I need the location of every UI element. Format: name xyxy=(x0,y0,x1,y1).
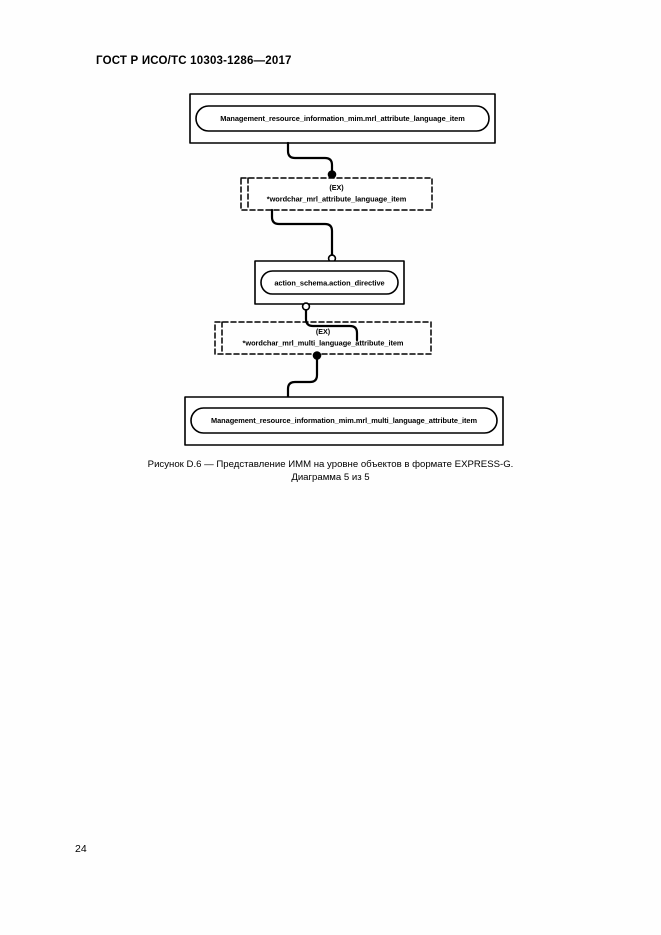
node-1-inner-capsule xyxy=(195,105,490,132)
express-g-diagram-svg: Management_resource_information_mim.mrl_… xyxy=(184,93,504,446)
figure-caption-line-2: Диаграмма 5 из 5 xyxy=(291,472,370,483)
node-2-ex-tag: (EX) xyxy=(329,183,344,192)
connector-2-to-3 xyxy=(270,208,337,263)
page-number: 24 xyxy=(75,843,87,855)
connector-1-to-2 xyxy=(286,141,337,179)
node-schema-box-5 xyxy=(184,396,504,446)
connector-3-endpoint-open-circle xyxy=(301,302,311,311)
node-schema-box-3 xyxy=(254,260,405,305)
node-1-label: Management_resource_information_mim.mrl_… xyxy=(220,114,465,123)
node-5-inner-capsule xyxy=(190,407,498,434)
node-dashed-box-2 xyxy=(240,177,433,211)
node-3-label: action_schema.action_directive xyxy=(274,278,384,287)
node-dashed-box-4 xyxy=(214,321,432,355)
figure-caption-line-1: Рисунок D.6 — Представление ИММ на уровн… xyxy=(147,459,514,470)
node-2-label: *wordchar_mrl_attribute_language_item xyxy=(267,195,407,204)
document-header: ГОСТ Р ИСО/ТС 10303-1286—2017 xyxy=(96,55,292,67)
node-3-inner-capsule xyxy=(260,270,399,295)
connector-4-to-5 xyxy=(286,351,322,399)
express-g-diagram: Management_resource_information_mim.mrl_… xyxy=(0,88,661,458)
node-5-label: Management_resource_information_mim.mrl_… xyxy=(211,416,477,425)
node-schema-box-1 xyxy=(189,93,496,144)
node-4-label: *wordchar_mrl_multi_language_attribute_i… xyxy=(243,339,404,348)
node-4-ex-tag: (EX) xyxy=(316,327,331,336)
connector-1-endpoint-filled-circle xyxy=(327,170,337,179)
figure-caption: Рисунок D.6 — Представление ИММ на уровн… xyxy=(0,458,661,484)
